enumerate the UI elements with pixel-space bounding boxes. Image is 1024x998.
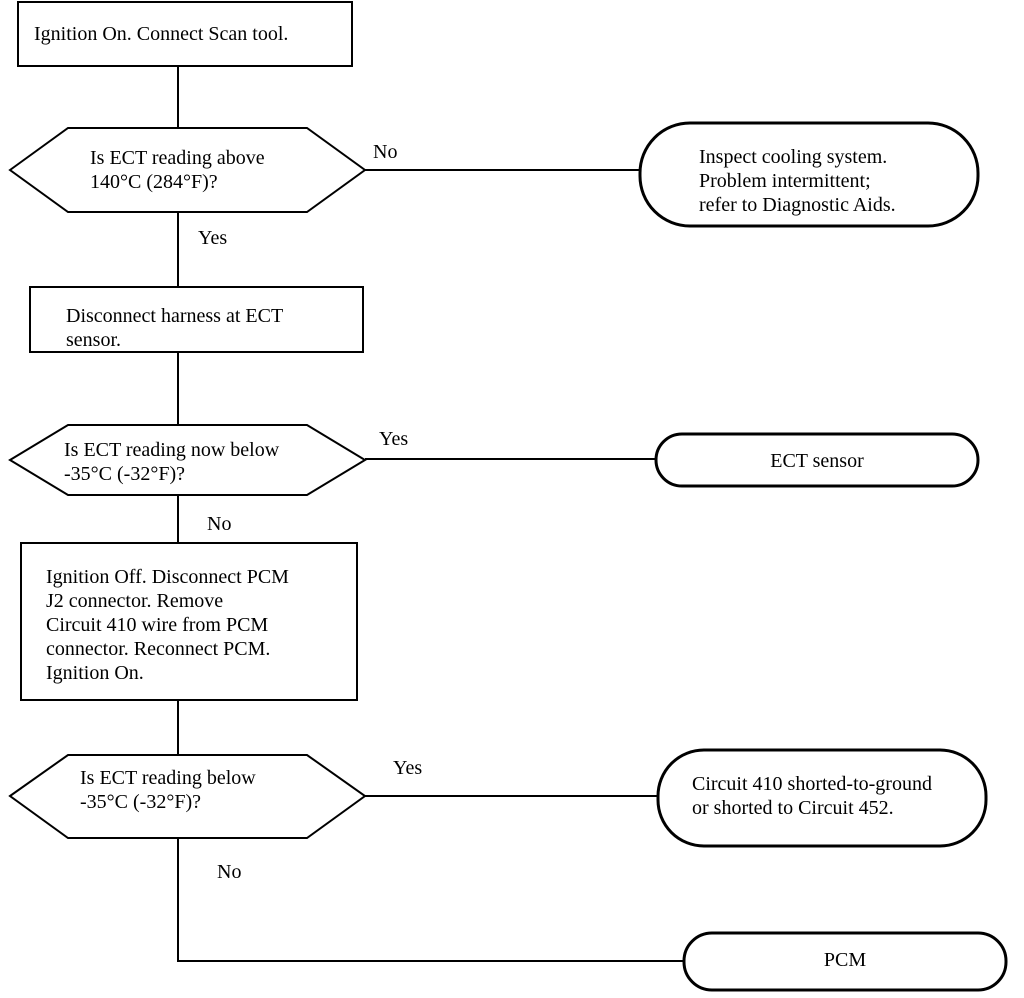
disconnect-pcm-step-box xyxy=(20,542,358,701)
outcome-inspect-cooling-text: Inspect cooling system. Problem intermit… xyxy=(699,146,896,216)
outcome-pcm-text: PCM xyxy=(823,949,867,971)
start-step-box xyxy=(17,1,353,67)
decision-ect-below-minus35 xyxy=(8,754,367,839)
decision-ect-now-below-minus35 xyxy=(8,424,367,496)
decision-ect-now-below-text: Is ECT reading now below -35°C (-32°F)? xyxy=(64,439,280,485)
outcome-circuit-410-text: Circuit 410 shorted-to-ground or shorted… xyxy=(692,773,932,819)
branch-label-d2-yes: Yes xyxy=(379,428,409,450)
branch-label-d3-no: No xyxy=(217,861,242,883)
decision-ect-above-140 xyxy=(8,127,367,213)
branch-label-d2-no: No xyxy=(207,513,232,535)
outcome-ect-sensor xyxy=(654,432,980,488)
disconnect-harness-step-text: Disconnect harness at ECT sensor. xyxy=(66,305,284,351)
branch-label-d1-no: No xyxy=(373,141,398,163)
disconnect-harness-step-box xyxy=(29,286,364,353)
outcome-circuit-410-shorted xyxy=(656,748,988,848)
start-step-text: Ignition On. Connect Scan tool. xyxy=(34,23,289,45)
connector-d3-to-pcm xyxy=(177,838,684,962)
outcome-ect-sensor-text: ECT sensor xyxy=(770,450,864,472)
decision-ect-above-140-text: Is ECT reading above 140°C (284°F)? xyxy=(90,147,265,193)
branch-label-d3-yes: Yes xyxy=(393,757,423,779)
outcome-inspect-cooling-system xyxy=(638,121,980,228)
outcome-pcm xyxy=(682,931,1008,992)
branch-label-d1-yes: Yes xyxy=(198,227,228,249)
decision-ect-below-text: Is ECT reading below -35°C (-32°F)? xyxy=(80,767,256,813)
disconnect-pcm-step-text: Ignition Off. Disconnect PCM J2 connecto… xyxy=(46,566,289,684)
